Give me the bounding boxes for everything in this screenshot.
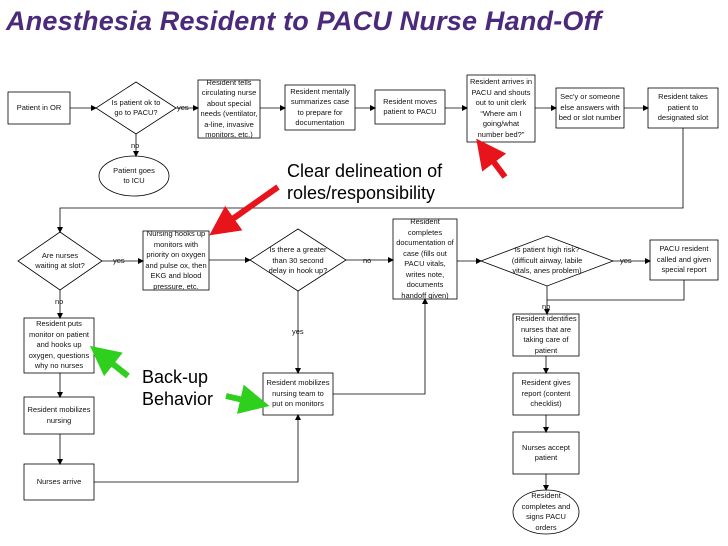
label-mobilizes-team: Resident mobilizes nursing team to put o… [266,378,330,409]
edge-takes-to-waiting [57,128,684,233]
label-arrives-pacu: Resident arrives in PACU and shouts out … [469,77,533,139]
edge-label-waiting-yes: yes [113,256,125,265]
label-gives-report: Resident gives report (content checklist… [521,378,571,409]
edge-label-delay-yes: yes [292,327,304,336]
edge-label-delay-no: no [363,256,372,265]
node-patient-in-or [7,91,71,125]
edge-pacu-to-identifies [547,280,685,301]
label-secy-answers: Sec'y or someone else answers with bed o… [558,92,622,123]
node-resident-puts-monitor [23,317,95,374]
label-nursing-hooks: Nursing hooks up monitors with priority … [145,229,207,291]
edge-arrive-to-team [94,414,301,483]
edge-label-ok-no: no [131,141,140,150]
node-gives-report [512,372,580,416]
node-identifies-nurses [512,313,580,357]
label-signs-orders: Resident completes and signs PACU orders [521,491,571,532]
label-nurses-accept: Nurses accept patient [522,442,570,463]
page-title: Anesthesia Resident to PACU Nurse Hand-O… [6,6,602,36]
green-arrow-right [225,384,270,414]
label-mobilizes-nursing: Resident mobilizes nursing [27,405,91,425]
label-resident-puts-monitor: Resident puts monitor on patient and hoo… [28,319,90,371]
annotation-clear-delineation: Clear delineation of roles/responsibilit… [287,161,443,203]
edge-team-to-doc [333,298,428,395]
node-pacu-resident-called [649,239,719,281]
label-nurses-waiting: Are nurses waiting at slot? [35,250,85,271]
edge-label-waiting-no: no [55,297,64,306]
label-pacu-resident-called: PACU resident called and given special r… [656,244,712,275]
label-patient-ok: Is patient ok to go to PACU? [111,97,161,118]
edge-label-risk-no: no [542,302,551,311]
label-nurses-arrive: Nurses arrive [36,476,82,486]
label-completes-doc: Resident completes documentation of case… [396,217,454,300]
red-arrow-upper [476,138,508,179]
annotation-backup-behavior: Back-up Behavior [142,367,214,409]
label-high-risk: Is patient high risk? (difficult airway,… [511,245,583,276]
label-resident-tells: Resident tells circulating nurse about s… [200,77,258,140]
label-identifies-nurses: Resident identifies nurses that are taki… [515,314,577,355]
red-arrow-lower [209,184,280,236]
green-arrow-left [89,345,130,379]
label-patient-in-or: Patient in OR [16,102,62,112]
edge-label-ok-yes: yes [177,103,189,112]
label-delay-hookup: Is there a greater than 30 second delay … [268,245,328,276]
label-goes-icu: Patient goes to ICU [113,165,155,186]
label-resident-moves: Resident moves patient to PACU [383,96,437,117]
node-nurses-accept [512,431,580,475]
label-mentally-summarizes: Resident mentally summarizes case to pre… [290,86,350,128]
edge-label-risk-yes: yes [620,256,632,265]
label-takes-patient: Resident takes patient to designated slo… [657,92,709,123]
node-resident-tells [197,79,261,139]
node-completes-doc [392,218,458,300]
